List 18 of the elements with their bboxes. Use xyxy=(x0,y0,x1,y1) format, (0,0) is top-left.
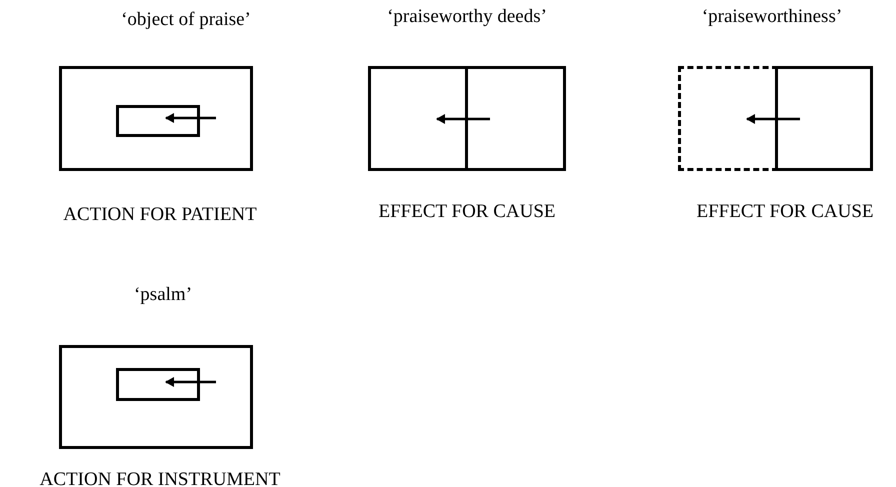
heading-text: ‘praiseworthy deeds’ xyxy=(387,6,547,28)
arrow xyxy=(165,377,216,387)
inner-box xyxy=(116,105,200,137)
caption-text: EFFECT FOR CAUSE xyxy=(378,201,556,223)
arrow xyxy=(436,114,490,124)
right-half-box xyxy=(775,66,873,171)
heading-text: ‘psalm’ xyxy=(134,284,192,306)
left-half-box xyxy=(678,66,778,171)
right-half-box xyxy=(465,66,566,171)
arrow xyxy=(746,114,800,124)
heading-text: ‘object of praise’ xyxy=(121,9,251,31)
caption-text: ACTION FOR INSTRUMENT xyxy=(40,469,280,487)
arrow xyxy=(165,113,216,123)
caption-text: EFFECT FOR CAUSE xyxy=(696,201,874,223)
heading-text: ‘praiseworthiness’ xyxy=(702,6,842,28)
inner-box xyxy=(116,368,200,401)
caption-text: ACTION FOR PATIENT xyxy=(63,204,257,226)
left-half-box xyxy=(368,66,468,171)
